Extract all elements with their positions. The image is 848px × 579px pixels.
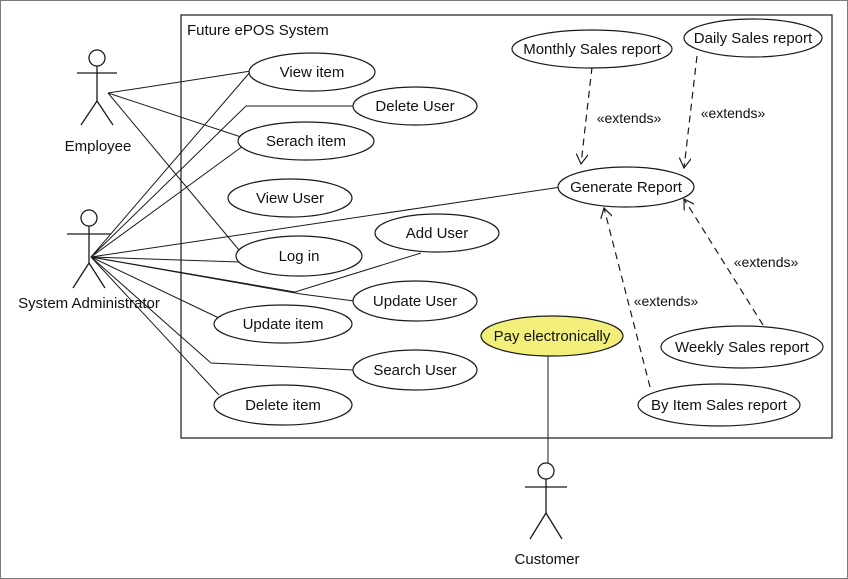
- svg-text:Delete User: Delete User: [375, 98, 454, 115]
- extends-line-monthly: [581, 66, 593, 164]
- extends-label-weekly: «extends»: [734, 254, 799, 270]
- use-case-generate-report[interactable]: Generate Report: [557, 166, 695, 208]
- stick-figure-icon: [67, 209, 111, 289]
- extends-line-daily: [684, 55, 698, 168]
- extends-label-by-item: «extends»: [634, 293, 699, 309]
- svg-text:Weekly Sales report: Weekly Sales report: [675, 339, 810, 356]
- stick-figure-icon: [525, 462, 567, 540]
- use-case-log-in[interactable]: Log in: [235, 235, 363, 277]
- use-case-update-item[interactable]: Update item: [213, 304, 353, 344]
- use-case-update-user[interactable]: Update User: [352, 280, 478, 322]
- system-title: Future ePOS System: [187, 22, 329, 39]
- extends-label-monthly: «extends»: [597, 110, 662, 126]
- use-case-add-user[interactable]: Add User: [374, 213, 500, 253]
- svg-text:Delete item: Delete item: [245, 397, 321, 414]
- extends-relations: «extends» «extends» «extends» «extends»: [581, 55, 799, 388]
- actor-customer[interactable]: Customer: [514, 462, 580, 568]
- use-case-monthly-sales-report[interactable]: Monthly Sales report: [511, 29, 673, 69]
- svg-text:Update item: Update item: [243, 316, 324, 333]
- extends-line-by-item: [604, 208, 651, 388]
- svg-text:Daily Sales report: Daily Sales report: [694, 30, 813, 47]
- stick-figure-icon: [77, 49, 117, 126]
- use-case-weekly-sales-report[interactable]: Weekly Sales report: [660, 325, 824, 369]
- use-case-delete-item[interactable]: Delete item: [213, 384, 353, 426]
- use-case-daily-sales-report[interactable]: Daily Sales report: [683, 18, 823, 58]
- use-case-search-item[interactable]: Serach item: [237, 121, 375, 161]
- svg-text:Generate Report: Generate Report: [570, 179, 683, 196]
- actor-employee[interactable]: Employee: [65, 49, 132, 155]
- extends-line-weekly: [684, 199, 764, 326]
- actor-system-administrator[interactable]: System Administrator: [18, 209, 160, 312]
- use-case-view-item[interactable]: View item: [248, 52, 376, 92]
- actor-label: System Administrator: [18, 295, 160, 312]
- svg-text:View User: View User: [256, 190, 324, 207]
- use-case-delete-user[interactable]: Delete User: [352, 86, 478, 126]
- system-boundary: [180, 14, 833, 439]
- svg-text:Monthly Sales report: Monthly Sales report: [523, 41, 661, 58]
- use-case-search-user[interactable]: Search User: [352, 349, 478, 391]
- svg-text:Pay electronically: Pay electronically: [494, 328, 611, 345]
- use-case-pay-electronically[interactable]: Pay electronically: [480, 315, 624, 357]
- svg-text:Log in: Log in: [279, 248, 320, 265]
- svg-text:View item: View item: [280, 64, 345, 81]
- svg-text:Search User: Search User: [373, 362, 456, 379]
- svg-text:Add User: Add User: [406, 225, 469, 242]
- use-case-view-user[interactable]: View User: [227, 178, 353, 218]
- use-case-by-item-sales-report[interactable]: By Item Sales report: [637, 383, 801, 427]
- extends-label-daily: «extends»: [701, 105, 766, 121]
- actor-label: Customer: [514, 551, 579, 568]
- svg-text:Serach item: Serach item: [266, 133, 346, 150]
- actor-label: Employee: [65, 138, 132, 155]
- svg-text:Update User: Update User: [373, 293, 457, 310]
- svg-text:By Item Sales report: By Item Sales report: [651, 397, 788, 414]
- associations: [90, 70, 562, 463]
